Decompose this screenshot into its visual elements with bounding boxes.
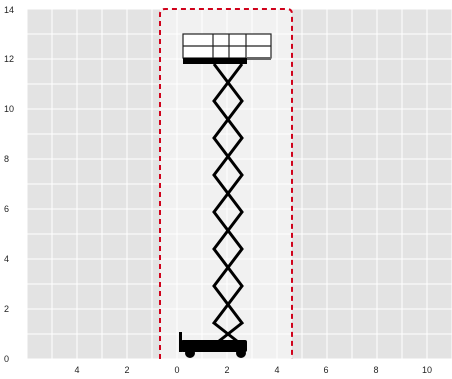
platform-deck (183, 58, 247, 64)
y-tick-label: 0 (4, 354, 9, 364)
front-wheel (185, 348, 195, 358)
platform-extension-deck (246, 57, 271, 60)
chassis (181, 340, 247, 352)
chassis-handle (179, 332, 182, 352)
y-tick-label: 14 (4, 5, 14, 15)
x-tick-label: 6 (323, 365, 328, 375)
scissor-arm-right (211, 63, 244, 347)
x-tick-label: 8 (373, 365, 378, 375)
x-tick-label: 4 (74, 365, 79, 375)
working-envelope-outline (159, 8, 293, 359)
y-tick-label: 8 (4, 154, 9, 164)
scissor-lift-machine (179, 33, 272, 358)
y-tick-label: 6 (4, 204, 9, 214)
y-tick-label: 10 (4, 104, 14, 114)
y-tick-label: 4 (4, 254, 9, 264)
scissor-arm-left (212, 63, 245, 347)
platform-guardrail (182, 33, 272, 59)
x-axis-ticks: 4 2 0 2 4 6 8 10 (74, 365, 432, 375)
x-tick-label: 4 (274, 365, 279, 375)
y-tick-label: 12 (4, 54, 14, 64)
y-tick-label: 2 (4, 304, 9, 314)
x-tick-label: 2 (224, 365, 229, 375)
x-tick-label: 2 (124, 365, 129, 375)
rear-wheel (236, 348, 246, 358)
x-tick-label: 10 (422, 365, 432, 375)
x-tick-label: 0 (174, 365, 179, 375)
y-axis-ticks: 0 2 4 6 8 10 12 14 (4, 5, 14, 364)
